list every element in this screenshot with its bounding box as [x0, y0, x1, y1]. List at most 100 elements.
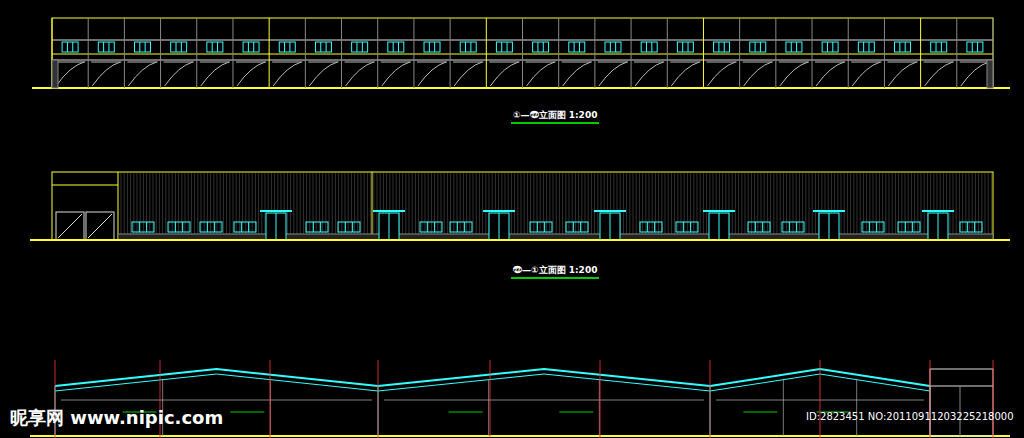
ground-line: [30, 239, 1010, 241]
door-symbol: [706, 62, 736, 63]
window-symbol: [234, 222, 256, 232]
door-symbol: [418, 62, 446, 86]
window-symbol: [182, 222, 183, 232]
cladding-line: [674, 173, 675, 234]
window-symbol: [822, 42, 838, 52]
window-symbol: [791, 42, 792, 52]
cladding-line: [860, 173, 861, 234]
cladding-line: [226, 173, 227, 234]
cladding-line: [479, 173, 480, 234]
cladding-line: [345, 173, 346, 234]
wall-outline: [52, 172, 993, 240]
cladding-line: [453, 173, 454, 234]
cladding-line: [242, 173, 243, 234]
window-symbol: [569, 42, 585, 52]
cladding-line: [457, 173, 458, 234]
door-symbol: [200, 62, 230, 63]
grid-line: [88, 18, 89, 88]
cladding-line: [348, 173, 349, 234]
window-symbol: [501, 42, 502, 52]
cladding-line: [863, 173, 864, 234]
window-symbol: [434, 42, 435, 52]
door-symbol: [887, 62, 917, 63]
cladding-line: [169, 173, 170, 234]
grid-line: [196, 18, 197, 88]
window-symbol: [103, 42, 104, 52]
cladding-line: [367, 173, 368, 234]
cladding-line: [812, 173, 813, 234]
grid-line: [739, 18, 740, 88]
window-symbol: [464, 222, 465, 232]
window-symbol: [537, 222, 538, 232]
door-symbol: [815, 62, 845, 63]
cladding-line: [517, 173, 518, 234]
cladding-line: [156, 173, 157, 234]
tie-line: [384, 400, 704, 401]
cladding-line: [885, 173, 886, 234]
door-symbol: [599, 62, 627, 86]
door-symbol: [266, 213, 286, 240]
cladding-line: [437, 173, 438, 234]
door-symbol: [924, 62, 954, 63]
door-symbol: [345, 62, 375, 63]
window-symbol: [651, 42, 652, 52]
window-symbol: [977, 42, 978, 52]
window-symbol: [465, 42, 466, 52]
cladding-line: [140, 173, 141, 234]
window-symbol: [530, 222, 552, 232]
cladding-line: [204, 173, 205, 234]
canopy-symbol: [594, 210, 626, 212]
window-symbol: [899, 42, 900, 52]
door-symbol: [128, 62, 156, 86]
door-symbol: [346, 62, 374, 86]
cladding-line: [575, 173, 576, 234]
window-symbol: [62, 42, 78, 52]
cladding-line: [809, 173, 810, 234]
window-symbol: [641, 42, 657, 52]
cladding-line: [533, 173, 534, 234]
door-symbol: [961, 62, 989, 86]
door-symbol: [276, 213, 277, 240]
window-symbol: [537, 42, 538, 52]
door-symbol: [816, 62, 844, 86]
view-title: ㉗—①立面图 1:200: [511, 264, 599, 279]
grid-line: [956, 18, 957, 88]
door-symbol: [780, 62, 808, 86]
window-symbol: [544, 222, 545, 232]
axis-line: [820, 360, 821, 438]
cladding-line: [892, 173, 893, 234]
cladding-line: [693, 173, 694, 234]
window-symbol: [941, 42, 942, 52]
cladding-line: [895, 173, 896, 234]
window-symbol: [176, 42, 177, 52]
window-symbol: [145, 42, 146, 52]
cladding-line: [789, 173, 790, 234]
window-symbol: [306, 222, 328, 232]
cladding-line: [684, 173, 685, 234]
cladding-line: [751, 173, 752, 234]
cladding-line: [591, 173, 592, 234]
cladding-line: [124, 173, 125, 234]
cladding-line: [873, 173, 874, 234]
grid-line: [341, 18, 342, 88]
cladding-line: [853, 173, 854, 234]
window-symbol: [895, 42, 911, 52]
window-symbol: [279, 42, 295, 52]
door-symbol: [237, 62, 265, 86]
window-symbol: [762, 222, 763, 232]
cladding-line: [223, 173, 224, 234]
cladding-line: [745, 173, 746, 234]
cladding-line: [434, 173, 435, 234]
cladding-line: [447, 173, 448, 234]
line-work: [52, 185, 118, 186]
window-symbol: [393, 42, 394, 52]
window-symbol: [605, 42, 621, 52]
cladding-line: [236, 173, 237, 234]
door-symbol: [600, 213, 620, 240]
cladding-line: [780, 173, 781, 234]
door-symbol: [453, 62, 483, 63]
cladding-line: [220, 173, 221, 234]
cladding-line: [537, 173, 538, 234]
door-symbol: [938, 213, 939, 240]
cladding-line: [473, 173, 474, 234]
